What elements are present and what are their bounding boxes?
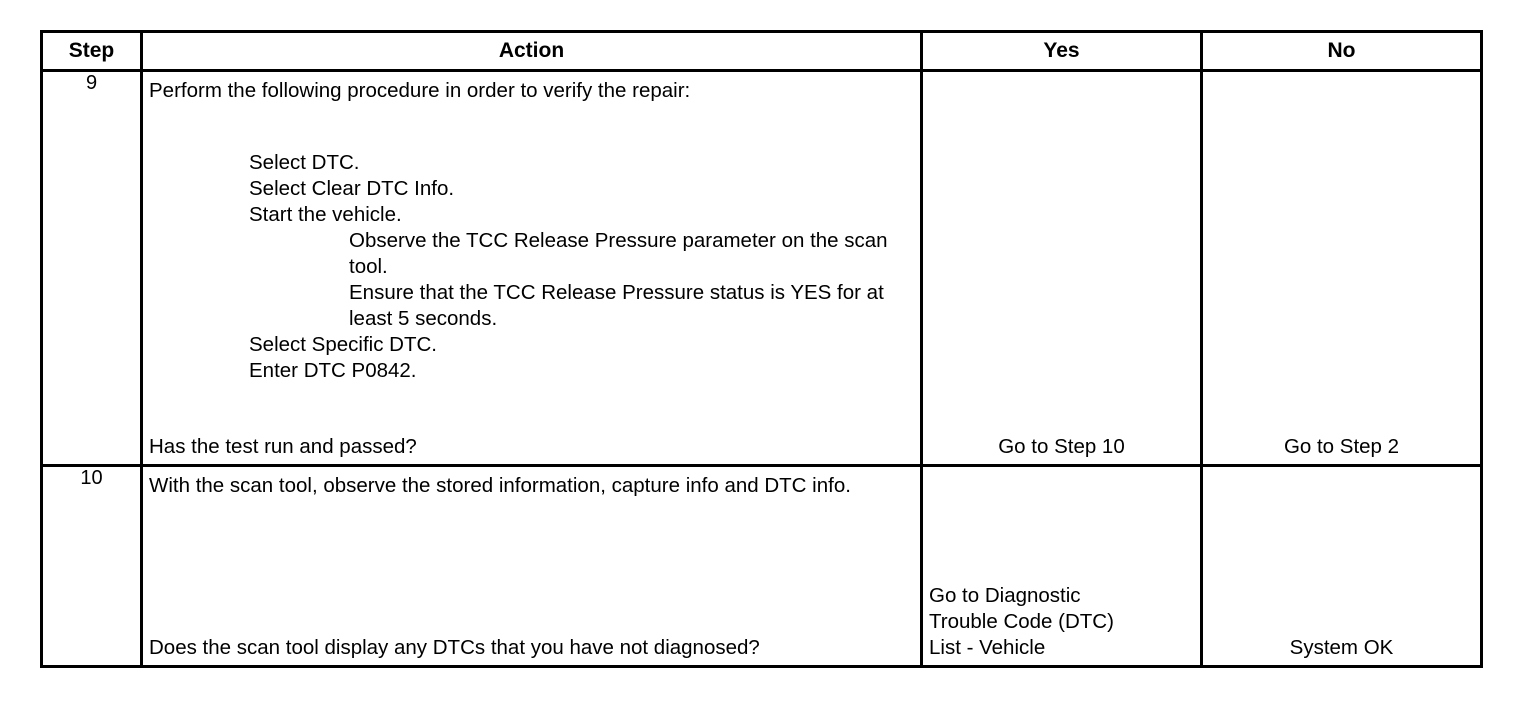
table-body: 9 Perform the following procedure in ord… (40, 69, 1483, 668)
action-list-item: Ensure that the TCC Release Pressure sta… (349, 281, 884, 330)
spacer (149, 104, 914, 150)
yes-outcome-line: Go to Diagnostic (929, 584, 1081, 607)
action-list-item: Observe the TCC Release Pressure paramet… (349, 229, 888, 278)
action-lead-text: Perform the following procedure in order… (149, 79, 691, 102)
table-header: Step Action Yes No (40, 30, 1483, 72)
no-cell: System OK (1200, 464, 1483, 668)
action-cell: Perform the following procedure in order… (140, 69, 923, 467)
no-outcome-line: Go to Step 2 (1283, 435, 1400, 458)
column-header-action: Action (140, 30, 923, 72)
action-list-item: Start the vehicle. (249, 203, 402, 226)
action-question: Has the test run and passed? (149, 435, 417, 458)
action-cell: With the scan tool, observe the stored i… (140, 464, 923, 668)
action-content: Perform the following procedure in order… (143, 72, 920, 464)
column-header-no: No (1200, 30, 1483, 72)
diagnostic-procedure-table: Step Action Yes No 9 Perform the followi… (40, 30, 1483, 668)
action-list-item: Select Clear DTC Info. (249, 177, 455, 200)
no-outcome: System OK (1203, 635, 1480, 661)
step-number: 10 (40, 464, 143, 668)
yes-outcome-line: Go to Step 10 (998, 435, 1125, 458)
yes-outcome: Go to Step 10 (923, 434, 1200, 460)
action-lead-text: With the scan tool, observe the stored i… (149, 474, 851, 497)
yes-outcome: Go to Diagnostic Trouble Code (DTC) List… (929, 583, 1114, 661)
table-row: 9 Perform the following procedure in ord… (40, 69, 1483, 467)
no-cell: Go to Step 2 (1200, 69, 1483, 467)
action-list-item: Enter DTC P0842. (249, 359, 417, 382)
yes-cell: Go to Step 10 (920, 69, 1203, 467)
column-header-step: Step (40, 30, 143, 72)
no-outcome: Go to Step 2 (1203, 434, 1480, 460)
action-list-item: Select DTC. (249, 151, 360, 174)
column-header-yes: Yes (920, 30, 1203, 72)
table-row: 10 With the scan tool, observe the store… (40, 464, 1483, 668)
action-question: Does the scan tool display any DTCs that… (149, 636, 760, 659)
yes-outcome-line: Trouble Code (DTC) (929, 610, 1114, 633)
step-number: 9 (40, 69, 143, 467)
action-list-item: Select Specific DTC. (249, 333, 437, 356)
yes-outcome-line: List - Vehicle (929, 636, 1046, 659)
header-row: Step Action Yes No (40, 30, 1483, 72)
yes-cell: Go to Diagnostic Trouble Code (DTC) List… (920, 464, 1203, 668)
no-outcome-line: System OK (1289, 636, 1394, 659)
action-content: With the scan tool, observe the stored i… (143, 467, 920, 665)
